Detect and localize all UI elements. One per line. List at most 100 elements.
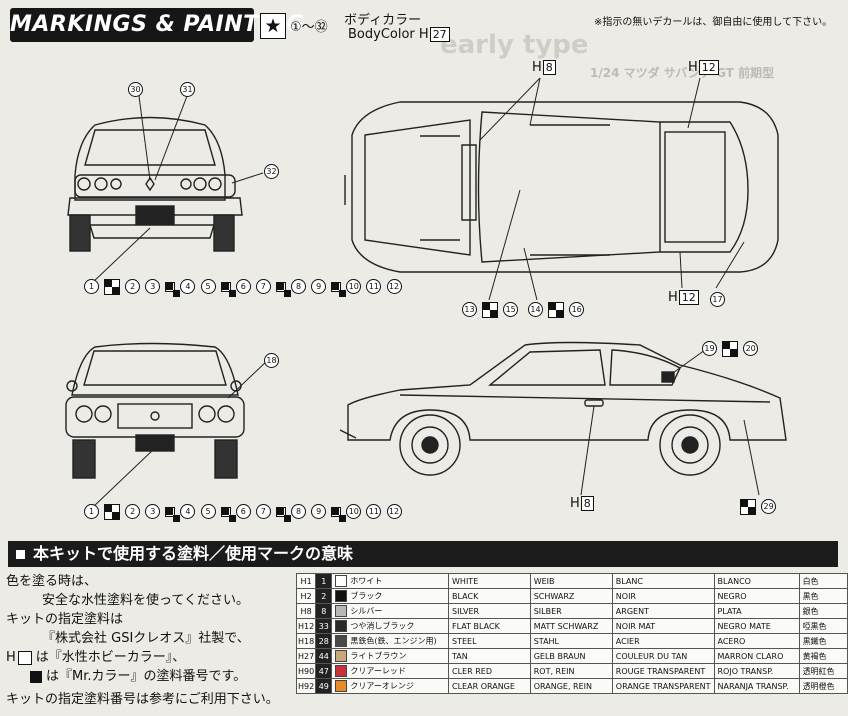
note-line-6: は『Mr.カラー』の塗料番号です。	[6, 667, 286, 686]
top-view-drawing	[344, 101, 779, 273]
paint-swatch	[335, 575, 348, 587]
paint-jp-name: 黒鉄色(鉄、エンジン用)	[331, 633, 450, 649]
paint-de-name: WEIB	[529, 573, 613, 589]
paint-jp-text: ライトブラウン	[350, 651, 407, 661]
paint-jp-name: シルバー	[331, 603, 450, 619]
paint-es-name: PLATA	[713, 603, 800, 619]
callout-17: 17	[710, 292, 725, 307]
paint-fr-name: ARGENT	[611, 603, 715, 619]
paint-es-name: ROJO TRANSP.	[713, 663, 800, 679]
top-h8-code: 8	[542, 60, 556, 75]
callout-10: 10	[346, 279, 362, 294]
callout-30: 30	[128, 82, 143, 97]
paint-fr-name: NOIR MAT	[611, 618, 715, 634]
paint-mr-code: 47	[315, 663, 333, 679]
paint-swatch	[335, 590, 348, 602]
bodycolor-jp: ボディカラー	[344, 13, 422, 28]
paint-en-name: WHITE	[448, 573, 531, 589]
callout-7: 7	[255, 504, 271, 519]
checker-icon	[165, 506, 181, 522]
paint-en-name: SILVER	[448, 603, 531, 619]
callout-12: 12	[386, 504, 402, 519]
paint-mr-code: 8	[315, 603, 333, 619]
paint-jp-text: クリアーレッド	[350, 666, 406, 676]
note-h-letter: H	[6, 650, 16, 665]
checker-icon	[740, 498, 756, 515]
front-decal-row: 1 2 3 4 5 6 7 8 9 10 11 12	[84, 501, 402, 522]
note-line-3: キットの指定塗料は	[6, 612, 124, 627]
callout-2: 2	[125, 504, 141, 519]
paint-swatch	[335, 650, 348, 662]
checker-icon	[104, 503, 121, 520]
callout-32: 32	[264, 164, 279, 179]
paint-h-code: H12	[295, 618, 317, 634]
checker-icon	[548, 301, 565, 318]
callout-1: 1	[84, 279, 99, 294]
note-line-7: キットの指定塗料番号は参考にご利用下さい。	[6, 692, 279, 707]
paint-es-name: BLANCO	[713, 573, 800, 589]
callout-group-13-15: 13 15	[462, 299, 519, 318]
paint-de-name: ROT, REIN	[529, 663, 613, 679]
checker-icon	[482, 301, 499, 318]
bg-subtitle-text: 1/24 マツダ サバンナ GT 前期型	[590, 66, 775, 80]
paint-fr-name: ACIER	[611, 633, 715, 649]
checker-icon	[220, 281, 236, 297]
paint-de-name: ORANGE, REIN	[529, 678, 613, 694]
paint-jp-name: ライトブラウン	[331, 648, 450, 664]
paint-swatch	[335, 680, 348, 692]
callout-18: 18	[264, 353, 279, 368]
callout-11: 11	[366, 279, 382, 294]
callout-9: 9	[311, 279, 327, 294]
note-line-2: 安全な水性塗料を使ってください。	[42, 593, 249, 608]
paint-en-name: FLAT BLACK	[448, 618, 531, 634]
callout-3: 3	[145, 504, 161, 519]
paint-mr-code: 49	[315, 678, 333, 694]
paint-h-code: H92	[295, 678, 317, 694]
paint-swatch	[335, 665, 348, 677]
star-icon: ★	[260, 13, 286, 39]
callout-14: 14	[528, 302, 543, 317]
paint-mr-code: 33	[315, 618, 333, 634]
bodycolor-code: 27	[429, 27, 450, 42]
paint-de-name: GELB BRAUN	[529, 648, 613, 664]
paint-es-name: NARANJA TRANSP.	[713, 678, 800, 694]
callout-16: 16	[569, 302, 585, 317]
paint-en-name: TAN	[448, 648, 531, 664]
paint-de-name: MATT SCHWARZ	[529, 618, 613, 634]
callout-1: 1	[84, 504, 99, 519]
paint-cn-name: 啞黒色	[798, 618, 848, 634]
paint-jp-name: クリアーオレンジ	[331, 678, 450, 694]
callout-15: 15	[503, 302, 519, 317]
h-box-icon	[17, 650, 32, 665]
top-h12b-letter: H	[668, 290, 678, 305]
checker-icon	[165, 281, 181, 297]
top-h8-letter: H	[532, 60, 542, 75]
rear-decal-row: 1 2 3 4 5 6 7 8 9 10 11 12	[84, 276, 402, 297]
callout-4: 4	[180, 279, 196, 294]
paint-h-code: H8	[295, 603, 317, 619]
free-decal-note: ※指示の無いデカールは、御自由に使用して下さい。	[594, 17, 833, 28]
paint-jp-name: ブラック	[331, 588, 450, 604]
paint-es-name: MARRON CLARO	[713, 648, 800, 664]
paint-cn-name: 透明紅色	[798, 663, 848, 679]
paint-es-name: NEGRO	[713, 588, 800, 604]
callout-10: 10	[346, 504, 362, 519]
paint-cn-name: 透明橙色	[798, 678, 848, 694]
front-view-drawing	[65, 342, 245, 479]
paint-de-name: SILBER	[529, 603, 613, 619]
paint-es-name: NEGRO MATE	[713, 618, 800, 634]
paint-de-name: STAHL	[529, 633, 613, 649]
paint-de-name: SCHWARZ	[529, 588, 613, 604]
paint-h-code: H90	[295, 663, 317, 679]
callout-group-19-20: 19 20	[702, 338, 759, 357]
decal-range: ①～㉜	[290, 20, 328, 35]
